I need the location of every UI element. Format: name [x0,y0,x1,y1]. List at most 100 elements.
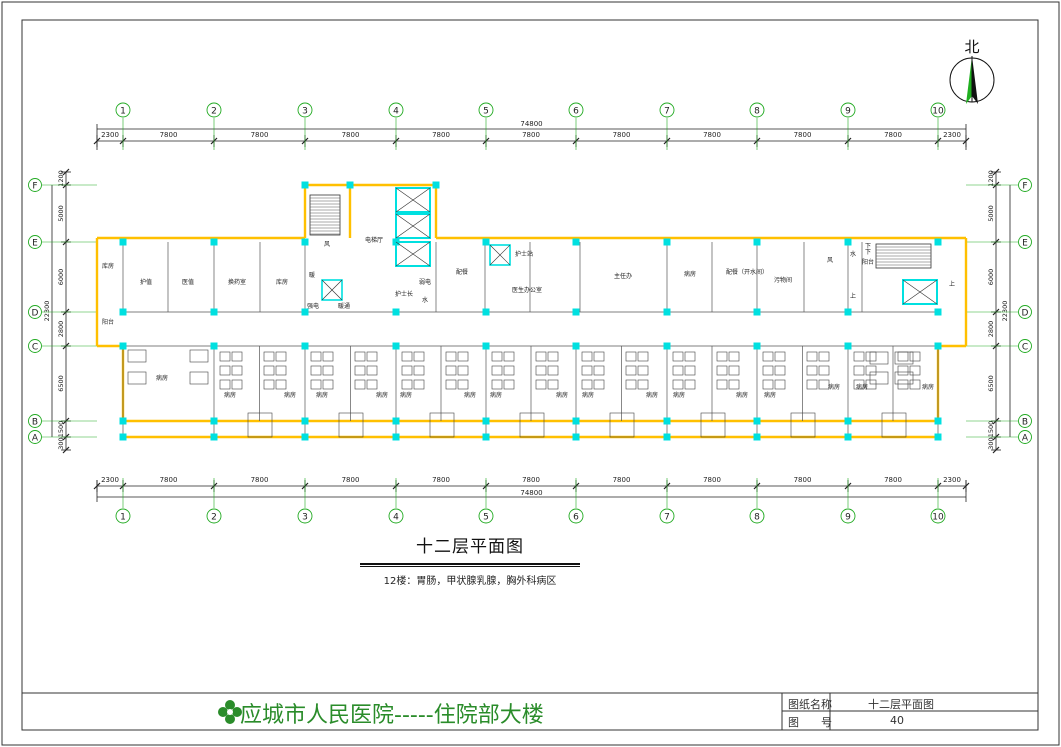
bed [310,351,322,362]
bottom-dim-label: 7800 [342,476,360,484]
bed [806,379,818,390]
col-axis-label: 5 [483,107,489,117]
column [663,417,671,425]
col-axis-bubble [206,102,222,118]
bottom-dim-label: 2300 [943,476,961,484]
row-axis-label: F [1022,182,1027,192]
col-axis-label: 3 [302,513,308,523]
bed [865,351,877,362]
lift-cross [395,187,431,213]
top-dim-label: 7800 [342,131,360,139]
bed [774,365,786,376]
col-axis-label: 8 [754,513,760,523]
bed [581,351,593,362]
column [210,308,218,316]
bed [322,351,334,362]
drawing-number-label: 图 号 [788,716,832,729]
bed [894,351,914,365]
sheet-inner-border [21,19,1039,731]
column [844,342,852,350]
row-axis-bubble [28,235,42,249]
room-label: 病房 [284,391,296,399]
room-label: 病房 [156,374,168,382]
bed [806,351,818,362]
column [210,238,218,246]
column [301,417,309,425]
ward-bathroom [519,412,545,438]
column [482,433,490,441]
col-axis-bubble [930,102,946,118]
bed [401,365,413,376]
bed [413,379,425,390]
drawing-caption: 十二层平面图 12楼：胃肠，甲状腺乳腺，胸外科病区 [360,532,580,587]
bed [684,365,696,376]
bed [637,351,649,362]
column [119,433,127,441]
bed [581,379,593,390]
room-label: 污物间 [774,276,792,284]
column [844,238,852,246]
service-lift [489,244,511,266]
right-dim-label: 2800 [987,321,995,338]
col-axis-bubble [568,508,584,524]
room-label: 病房 [490,391,502,399]
lift-shaft [395,187,431,213]
bed [909,379,921,390]
bed [275,379,287,390]
lift-cross [395,241,431,267]
room-label: 病房 [684,270,696,278]
lift-cross [395,213,431,239]
column [572,238,580,246]
room-label: 库房 [102,262,114,270]
north-label: 北 [964,38,979,56]
col-axis-label: 9 [845,513,851,523]
room-label: 下 [865,243,871,250]
col-axis-label: 2 [211,107,217,117]
bottom-dim-label: 2300 [101,476,119,484]
column [392,342,400,350]
left-dim-label: 2800 [57,321,65,338]
row-axis-bubble [1018,305,1032,319]
left-dim-label: 6000 [57,269,65,286]
column [301,342,309,350]
title-underline [360,563,580,565]
bottom-dim-label: 7800 [160,476,178,484]
bed [354,379,366,390]
room-label: 病房 [582,391,594,399]
col-axis-bubble [297,102,313,118]
bed [637,365,649,376]
bottom-dim-label: 7800 [613,476,631,484]
col-axis-bubble [388,508,404,524]
bed [909,351,921,362]
col-axis-label: 7 [664,107,670,117]
room-label: 弱电 [419,278,431,286]
right-dim-label: 5000 [987,205,995,222]
bed [909,365,921,376]
ward-bathroom [429,412,455,438]
row-axis-bubble [28,414,42,428]
column [934,417,942,425]
column [572,342,580,350]
bed [231,365,243,376]
column [753,417,761,425]
bed [366,365,378,376]
col-axis-bubble [478,508,494,524]
bed [869,371,889,385]
bed [263,379,275,390]
floor-plan: 库房护值医值换药室库房电梯厅风暖暖通强电弱电水护士长配餐护士站医生办公室主任办病… [95,181,968,441]
column [663,238,671,246]
room-label: 病房 [673,391,685,399]
room-label: 阳台 [862,258,874,266]
room-label: 护值 [140,278,152,286]
hospital-name: 应城市人民医院-----住院部大楼 [240,703,544,728]
column [753,342,761,350]
bed [231,351,243,362]
lift-shaft [395,213,431,239]
column [844,433,852,441]
top-dim-label: 2300 [101,131,119,139]
col-axis-label: 6 [573,107,579,117]
drawing-name-value: 十二层平面图 [868,698,934,711]
col-axis-label: 8 [754,107,760,117]
bed [445,351,457,362]
